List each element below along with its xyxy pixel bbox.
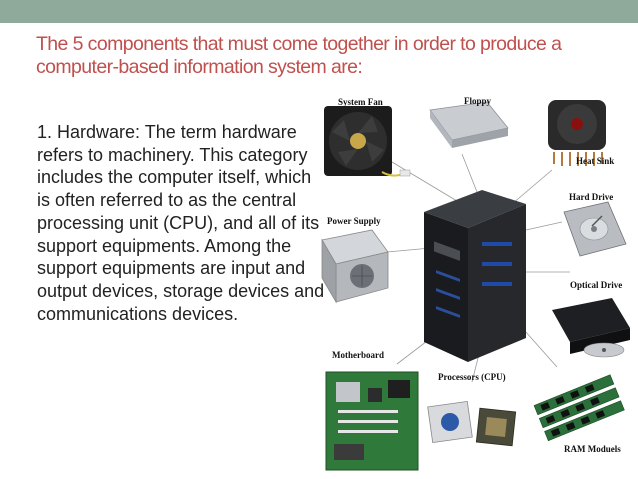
heat-sink-image	[548, 100, 606, 166]
power-supply-image	[321, 229, 389, 304]
optical-drive-image	[552, 298, 630, 358]
system-fan-image	[324, 106, 411, 177]
hardware-description: 1. Hardware: The term hardware refers to…	[37, 122, 325, 324]
ram-modules-image	[533, 374, 625, 442]
label-power-supply: Power Supply	[327, 216, 381, 226]
processor-image	[427, 400, 517, 447]
label-processors: Processors (CPU)	[438, 372, 506, 382]
label-hard-drive: Hard Drive	[569, 192, 613, 202]
computer-tower-image	[424, 190, 526, 362]
label-floppy: Floppy	[464, 96, 492, 106]
motherboard-image	[325, 371, 419, 471]
label-motherboard: Motherboard	[332, 350, 384, 360]
hard-drive-image	[563, 201, 627, 257]
floppy-drive-image	[429, 92, 509, 148]
top-band	[0, 0, 638, 23]
label-heat-sink: Heat Sink	[576, 156, 614, 166]
label-optical-drive: Optical Drive	[570, 280, 622, 290]
slide-title: The 5 components that must come together…	[36, 33, 562, 78]
hardware-components-diagram: System Fan Floppy Heat Sink	[312, 92, 638, 479]
label-ram-modules: RAM Moduels	[564, 444, 621, 454]
label-system-fan: System Fan	[338, 97, 383, 107]
